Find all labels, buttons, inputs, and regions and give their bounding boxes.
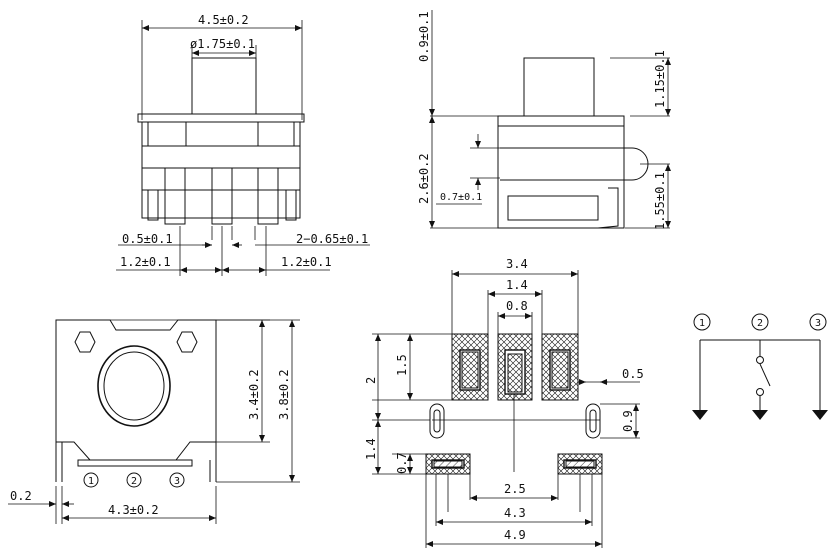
front-inner-height-label: 3.4±0.2 — [247, 369, 261, 420]
schematic-terminal-1: 1 — [699, 318, 705, 329]
pad-mid-label: 1.4 — [506, 278, 528, 292]
front-offset-label: 0.2 — [10, 489, 32, 503]
schematic-terminal-2: 2 — [757, 318, 763, 329]
side-top-label: 0.9±0.1 — [417, 11, 431, 62]
pad-total-label: 4.9 — [504, 528, 526, 542]
pad-lower-left-small-label: 0.7 — [395, 452, 409, 474]
pad-span-label: 4.3 — [504, 506, 526, 520]
pad-layout: 3.4 1.4 0.8 2 1.5 — [364, 257, 644, 548]
side-body-height-label: 2.6±0.2 — [417, 153, 431, 204]
right-pitch-label: 1.2±0.1 — [281, 255, 332, 269]
side-view: 0.9±0.1 2.6±0.2 1.15±0.1 1.55±0.1 0.7±0.… — [417, 10, 671, 230]
front-pin-3: 3 — [174, 476, 180, 487]
side-lower-label: 1.55±0.1 — [653, 172, 667, 230]
side-small-label: 0.7±0.1 — [440, 192, 482, 203]
pad-lower-left-label: 1.4 — [364, 438, 378, 460]
front-pin-1: 1 — [88, 476, 94, 487]
pad-height-outer-label: 2 — [364, 377, 378, 384]
front-width-label: 4.3±0.2 — [108, 503, 159, 517]
pad-height-inner-label: 1.5 — [395, 354, 409, 376]
switch-schematic: 1 2 3 — [692, 313, 828, 420]
front-pin-2: 2 — [131, 476, 137, 487]
pin-width-label: 0.5±0.1 — [122, 232, 173, 246]
schematic-terminal-3: 3 — [815, 318, 821, 329]
pad-right-height-label: 0.9 — [621, 410, 635, 432]
pad-right-width-label: 0.5 — [622, 367, 644, 381]
actuator-diameter-label: ø1.75±0.1 — [190, 37, 255, 51]
top-width-label: 4.5±0.2 — [198, 13, 249, 27]
pad-inner-label: 0.8 — [506, 299, 528, 313]
left-pitch-label: 1.2±0.1 — [120, 255, 171, 269]
front-view: 1 2 3 3.4±0.2 3.8±0.2 0.2 4.3±0.2 — [8, 319, 300, 524]
front-outer-height-label: 3.8±0.2 — [277, 369, 291, 420]
pad-pitch-label: 2.5 — [504, 482, 526, 496]
top-view: 4.5±0.2 ø1.75±0.1 0.5±0.1 2−0.65±0.1 — [116, 13, 370, 276]
side-actuator-height-label: 1.15±0.1 — [653, 50, 667, 108]
pin-spacing-label: 2−0.65±0.1 — [296, 232, 368, 246]
pad-overall-top-label: 3.4 — [506, 257, 528, 271]
